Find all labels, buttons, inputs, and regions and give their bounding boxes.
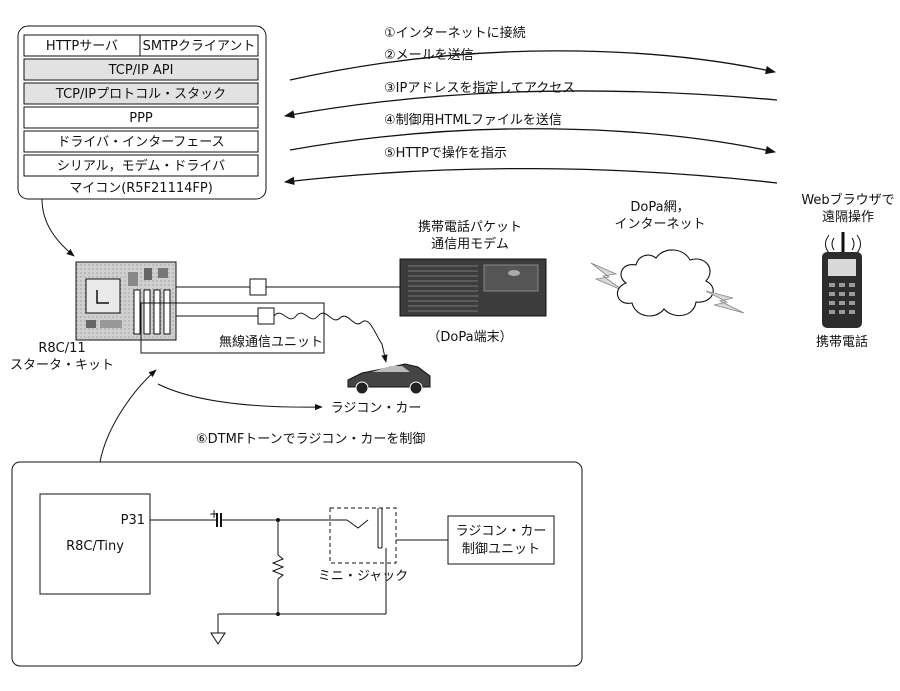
- starter-kit-board: [75, 261, 177, 341]
- mini-jack-frame: [329, 507, 397, 564]
- layer-smtp-client-label: SMTPクライアント: [143, 39, 256, 54]
- controller-label-line2: 制御ユニット: [462, 542, 540, 557]
- layer-driver-interface-label: ドライバ・インターフェース: [57, 135, 224, 150]
- browser-label-line2: 遠隔操作: [822, 209, 874, 225]
- layer-http-server-label: HTTPサーバ: [46, 39, 118, 54]
- radio-waves-icon: [825, 234, 861, 254]
- stack-caption: マイコン(R5F21114FP): [69, 181, 213, 196]
- layer-ppp: [23, 106, 259, 129]
- layer-tcpip-stack-label: TCP/IPプロトコル・スタック: [55, 87, 226, 102]
- stack-frame: [17, 25, 267, 200]
- wireless-signal: [273, 312, 388, 363]
- arrow-step-5: [283, 167, 778, 186]
- arrow-step-1-2: [289, 50, 777, 81]
- step-6-label: ⑥DTMFトーンでラジコン・カーを制御: [196, 432, 425, 447]
- board-label-line2: スタータ・キット: [10, 358, 114, 373]
- modem-label-line2: 通信用モデム: [431, 236, 509, 252]
- modem-label-line1: 携帯電話パケット: [418, 219, 522, 235]
- lightning-left-icon: [590, 262, 625, 292]
- stack-to-board-arrow: [41, 198, 75, 257]
- layer-smtp-client: [139, 34, 259, 57]
- modem-device: [399, 258, 547, 317]
- circuit-frame: [11, 461, 583, 667]
- serial-connector: [249, 278, 267, 296]
- network-cloud: [616, 249, 714, 317]
- mini-jack-label: ミニ・ジャック: [318, 569, 408, 584]
- arrow-step-3: [283, 90, 778, 119]
- lightning-right-icon: [705, 290, 745, 314]
- controller-label-line1: ラジコン・カー: [456, 524, 547, 539]
- layer-serial-modem-driver-label: シリアル，モデム・ドライバ: [57, 158, 225, 174]
- wireless-module: [257, 307, 275, 325]
- dtmf-arrow: [157, 383, 323, 411]
- modem-caption: （DoPa端末）: [427, 330, 512, 345]
- browser-label-line1: Webブラウザで: [801, 192, 894, 208]
- circuit-detail: P31 R8C/Tiny + ミニ・ジャック ラジコン・カー 制御ユニット: [11, 461, 583, 667]
- step-2-label: ②メールを送信: [384, 48, 474, 63]
- layer-tcpip-api-label: TCP/IP API: [108, 63, 174, 78]
- network-label-line2: インターネット: [614, 217, 705, 232]
- step-4-label: ④制御用HTMLファイルを送信: [384, 113, 562, 128]
- mobile-phone-icon: [822, 232, 862, 328]
- circuit-to-board-arrow: [99, 369, 157, 463]
- wireless-unit-frame: [140, 302, 325, 354]
- ground-icon: [210, 632, 226, 645]
- mcu-pin-label: P31: [121, 513, 145, 528]
- capacitor-polarity: +: [209, 507, 219, 521]
- layer-driver-interface: [23, 130, 259, 153]
- rc-car-icon: [347, 363, 431, 395]
- protocol-stack: HTTPサーバ SMTPクライアント TCP/IP API TCP/IPプロトコ…: [17, 25, 267, 200]
- layer-ppp-label: PPP: [129, 111, 153, 126]
- step-3-label: ③IPアドレスを指定してアクセス: [384, 81, 575, 96]
- step-5-label: ⑤HTTPで操作を指示: [384, 145, 507, 161]
- controller-block: [447, 515, 555, 565]
- wireless-unit-label: 無線通信ユニット: [219, 334, 323, 350]
- mcu-block: [39, 493, 151, 595]
- arrow-step-4: [289, 128, 777, 155]
- step-1-label: ①インターネットに接続: [384, 25, 526, 41]
- network-label-line1: DoPa網，: [630, 200, 689, 215]
- phone-label: 携帯電話: [816, 334, 868, 350]
- layer-tcpip-stack: [23, 82, 259, 105]
- resistor: [271, 554, 285, 580]
- layer-tcpip-api: [23, 58, 259, 81]
- layer-serial-modem-driver: [23, 154, 259, 177]
- communication-arrows: [283, 50, 778, 186]
- jack-tip: [346, 519, 369, 529]
- car-label: ラジコン・カー: [331, 401, 422, 416]
- mcu-name-label: R8C/Tiny: [66, 539, 124, 554]
- board-label-line1: R8C/11: [38, 341, 85, 356]
